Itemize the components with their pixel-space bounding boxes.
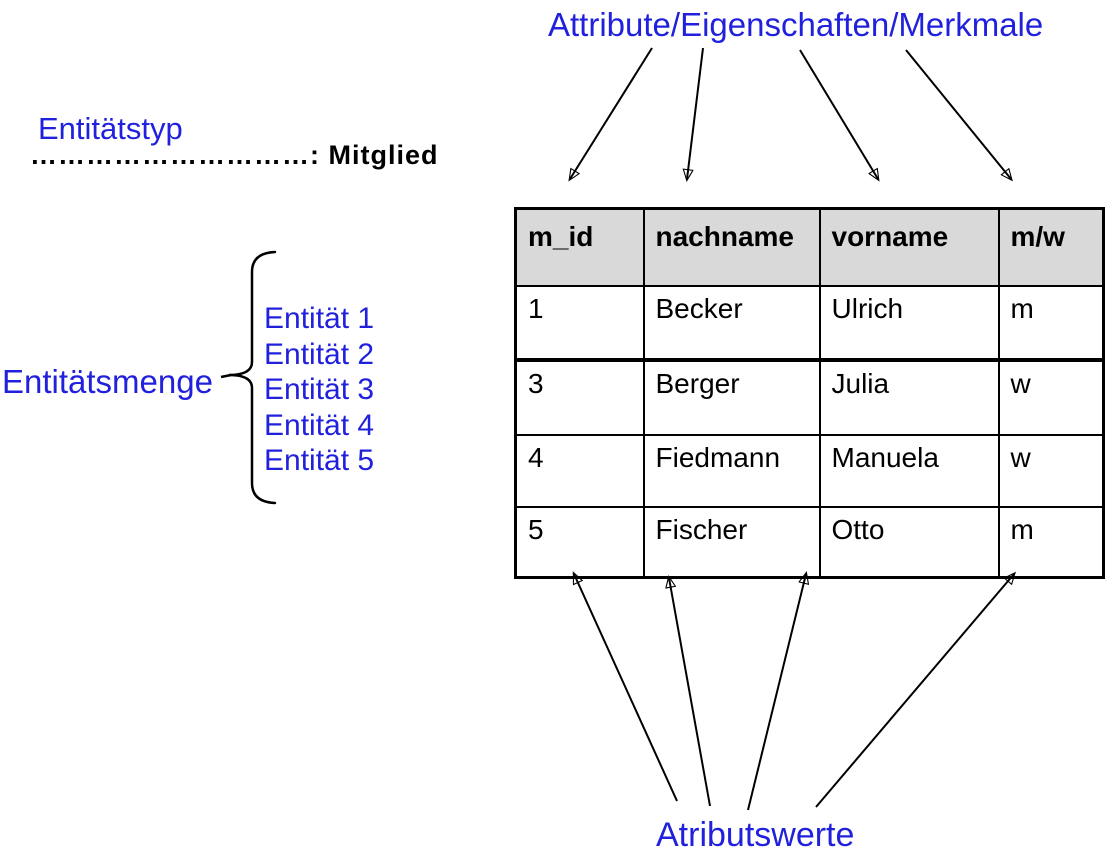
entity-list: Entität 1 Entität 2 Entität 3 Entität 4 … [264,301,374,479]
entity-type-label: Entitätstyp [38,111,183,146]
table-row: 4 Fiedmann Manuela w [514,434,1105,508]
entity-list-item: Entität 5 [264,444,375,477]
cell-m-w: w [997,434,1105,508]
column-header-m-w: m/w [997,207,1105,287]
cell-vorname: Ulrich [818,285,1000,361]
cell-m-w: w [997,358,1105,436]
cell-nachname: Fiedmann [642,434,821,508]
value-arrow-2-icon [669,578,711,807]
entity-list-item: Entität 2 [264,337,375,371]
entity-list-item: Entität 3 [264,373,375,406]
table-row: 1 Becker Ulrich m [514,285,1105,361]
cell-nachname: Berger [642,358,821,436]
cell-vorname: Otto [818,506,1000,579]
entity-list-item: Entität 4 [264,408,375,442]
cell-m-id: 4 [514,434,645,508]
entity-set-label: Entitätsmenge [2,363,213,400]
attribute-arrow-1-icon [570,47,653,179]
value-arrow-1-icon [574,574,678,802]
attribute-arrow-2-icon [687,47,704,179]
member-table: m_id nachname vorname m/w 1 Becker Ulric… [514,207,1105,579]
cell-vorname: Julia [818,358,1000,436]
table-header-row: m_id nachname vorname m/w [514,207,1105,287]
cell-vorname: Manuela [818,434,1000,508]
column-header-nachname: nachname [642,207,821,287]
table-row: 5 Fischer Otto m [514,506,1105,579]
cell-m-id: 5 [514,506,645,579]
cell-m-w: m [997,285,1105,361]
attribute-values-label: Atributswerte [656,816,855,854]
column-header-m-id: m_id [514,207,645,287]
attribute-arrow-4-icon [905,49,1011,179]
entity-list-item: Entität 1 [264,302,375,335]
attribute-arrow-3-icon [799,49,878,179]
table-row: 3 Berger Julia w [514,358,1105,436]
cell-m-id: 1 [514,285,645,361]
cell-m-id: 3 [514,358,645,436]
cell-nachname: Fischer [642,506,821,579]
column-header-vorname: vorname [818,207,1000,287]
entity-type-value-line: …………………………: Mitglied [30,140,439,170]
attributes-title: Attribute/Eigenschaften/Merkmale [548,6,1044,43]
cell-m-w: m [997,506,1105,579]
cell-nachname: Becker [642,285,821,361]
value-arrow-3-icon [747,574,806,811]
entity-set-connector-line [220,373,232,379]
value-arrow-4-icon [815,574,1014,808]
